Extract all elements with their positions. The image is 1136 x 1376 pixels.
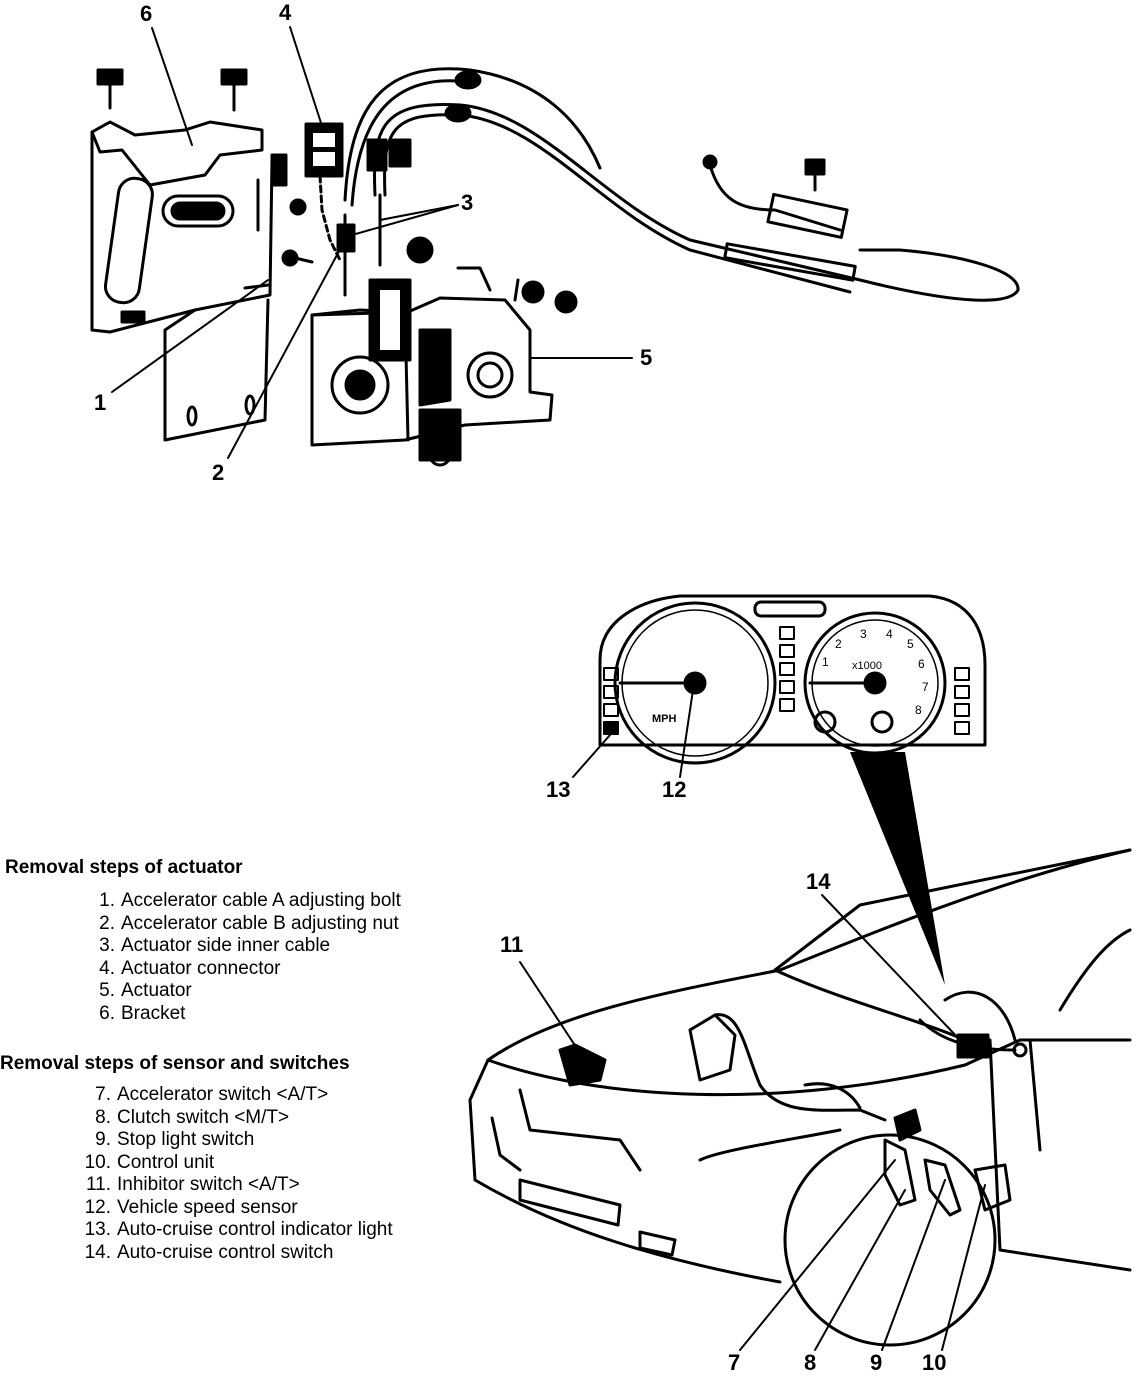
callout-7: 7 — [728, 1350, 741, 1375]
leader-lines — [111, 26, 986, 1351]
tach-label: 6 — [918, 657, 925, 671]
list-item: 5.Actuator — [99, 980, 192, 1001]
actuator-steps-title: Removal steps of actuator — [5, 857, 243, 878]
callout-11: 11 — [500, 932, 524, 957]
callout-12: 12 — [662, 777, 687, 802]
callout-4: 4 — [279, 0, 292, 25]
list-item: 6.Bracket — [99, 1002, 186, 1024]
tach-label: 5 — [907, 637, 914, 651]
callout-9: 9 — [870, 1350, 883, 1375]
callout-14: 14 — [806, 869, 831, 894]
car-body-drawing — [468, 848, 1132, 1347]
callout-5: 5 — [640, 345, 653, 370]
callout-8: 8 — [804, 1350, 817, 1375]
accelerator-cables-drawing — [336, 67, 1020, 302]
list-item: 10.Control unit — [84, 1151, 215, 1173]
tach-label: 8 — [915, 703, 922, 717]
list-item: 2.Accelerator cable B adjusting nut — [99, 912, 399, 934]
list-item: 13.Auto-cruise control indicator light — [84, 1219, 393, 1240]
list-item: 12.Vehicle speed sensor — [84, 1196, 298, 1218]
callout-13: 13 — [546, 777, 571, 802]
callout-1: 1 — [94, 390, 107, 415]
list-item: 7.Accelerator switch <A/T> — [95, 1084, 329, 1105]
bracket-drawing — [90, 68, 314, 442]
list-item: 14.Auto-cruise control switch — [84, 1241, 334, 1263]
list-item: 1.Accelerator cable A adjusting bolt — [99, 890, 401, 911]
speed-unit-label: MPH — [652, 713, 677, 725]
actuator-steps-list: 1.Accelerator cable A adjusting bolt 2.A… — [0, 890, 401, 1025]
actuator-drawing — [310, 236, 578, 467]
tach-label: 3 — [860, 627, 867, 641]
sensor-steps-list: 7.Accelerator switch <A/T> 8.Clutch swit… — [0, 1084, 393, 1264]
callout-6: 6 — [140, 1, 153, 26]
tach-label: 2 — [835, 637, 842, 651]
tach-label: 1 — [822, 655, 829, 669]
list-item: 8.Clutch switch <M/T> — [95, 1106, 290, 1128]
callout-3: 3 — [461, 190, 474, 215]
sensor-steps-title: Removal steps of sensor and switches — [0, 1053, 350, 1074]
list-item: 4.Actuator connector — [99, 957, 281, 979]
callout-2: 2 — [212, 460, 225, 485]
tach-label: 4 — [886, 627, 893, 641]
tach-label: 7 — [922, 680, 929, 694]
tach-unit-label: x1000 — [852, 660, 882, 672]
list-item: 3.Actuator side inner cable — [99, 935, 331, 956]
actuator-connector-drawing — [304, 122, 344, 262]
list-item: 11.Inhibitor switch <A/T> — [85, 1174, 300, 1195]
callout-10: 10 — [922, 1350, 947, 1375]
list-item: 9.Stop light switch — [95, 1129, 255, 1150]
cluster-pointer-wedge — [850, 752, 945, 985]
